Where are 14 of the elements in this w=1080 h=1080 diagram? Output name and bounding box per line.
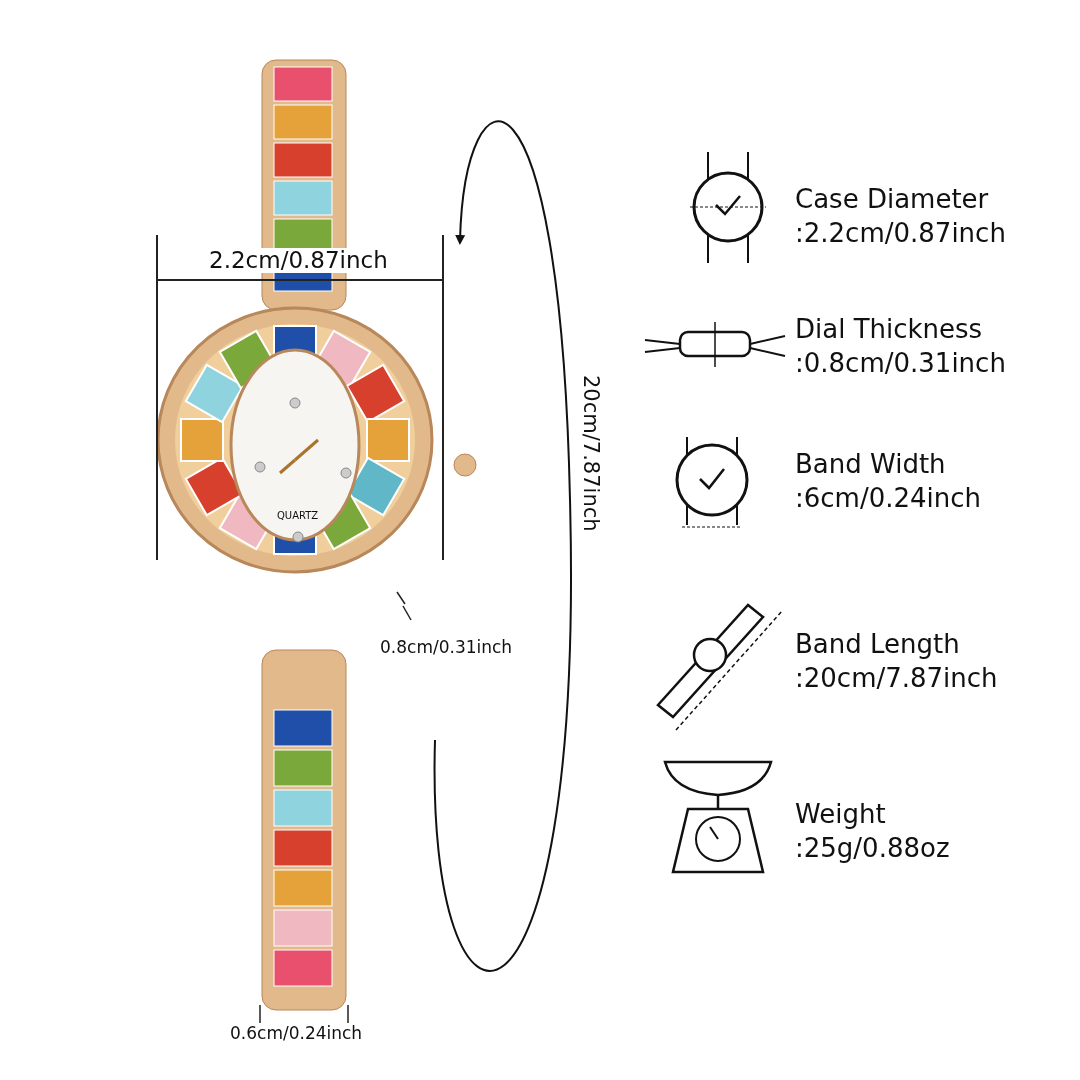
spec-value: :6cm/0.24inch <box>795 484 982 513</box>
spec-value: :0.8cm/0.31inch <box>795 349 1006 378</box>
dimension-label: 0.6cm/0.24inch <box>230 1024 363 1043</box>
dial-text: QUARTZ <box>277 510 319 521</box>
spec-value: :20cm/7.87inch <box>795 664 998 693</box>
spec-label: Case Diameter <box>795 185 989 214</box>
spec-value: :2.2cm/0.87inch <box>795 219 1006 248</box>
spec-label: Band Width <box>795 450 946 479</box>
dimension-label: 0.8cm/0.31inch <box>380 638 513 657</box>
spec-value: :25g/0.88oz <box>795 834 950 863</box>
dimension-label: 20cm/7.87inch <box>578 375 602 532</box>
spec-label: Band Length <box>795 630 960 659</box>
spec-label: Dial Thickness <box>795 315 983 344</box>
spec-label: Weight <box>795 800 886 829</box>
